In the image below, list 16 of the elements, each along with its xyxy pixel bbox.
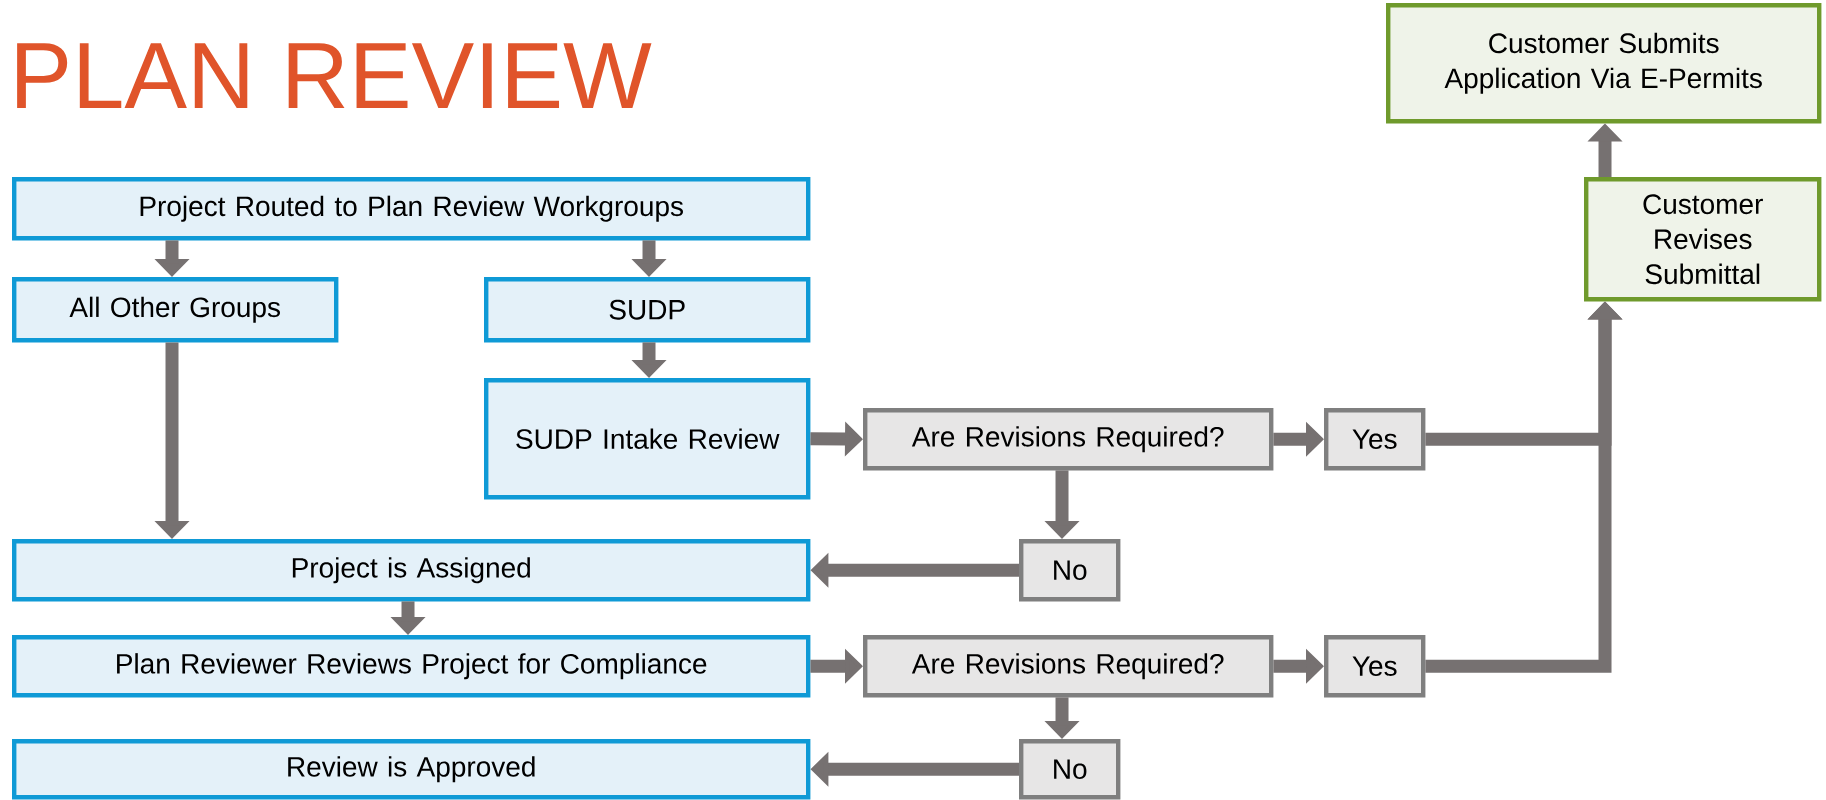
decision-box: No	[1019, 739, 1121, 800]
process-box: All Other Groups	[12, 277, 339, 343]
process-box: Project is Assigned	[12, 539, 811, 602]
process-box: SUDP	[484, 277, 811, 343]
customer-step-box: Customer Revises Submittal	[1584, 177, 1822, 302]
decision-box: Yes	[1324, 408, 1426, 471]
decision-box: No	[1019, 539, 1121, 602]
decision-box: Are Revisions Required?	[863, 635, 1274, 698]
title: PLAN REVIEW	[17, 43, 652, 108]
process-box: Plan Reviewer Reviews Project for Compliance	[12, 635, 811, 698]
customer-step-box: Customer Submits Application Via E-Permits	[1386, 3, 1822, 124]
process-box: SUDP Intake Review	[484, 378, 811, 500]
decision-box: Are Revisions Required?	[863, 408, 1274, 471]
process-box: Review is Approved	[12, 739, 811, 800]
process-box: Project Routed to Plan Review Workgroups	[12, 177, 811, 241]
decision-box: Yes	[1324, 635, 1426, 698]
